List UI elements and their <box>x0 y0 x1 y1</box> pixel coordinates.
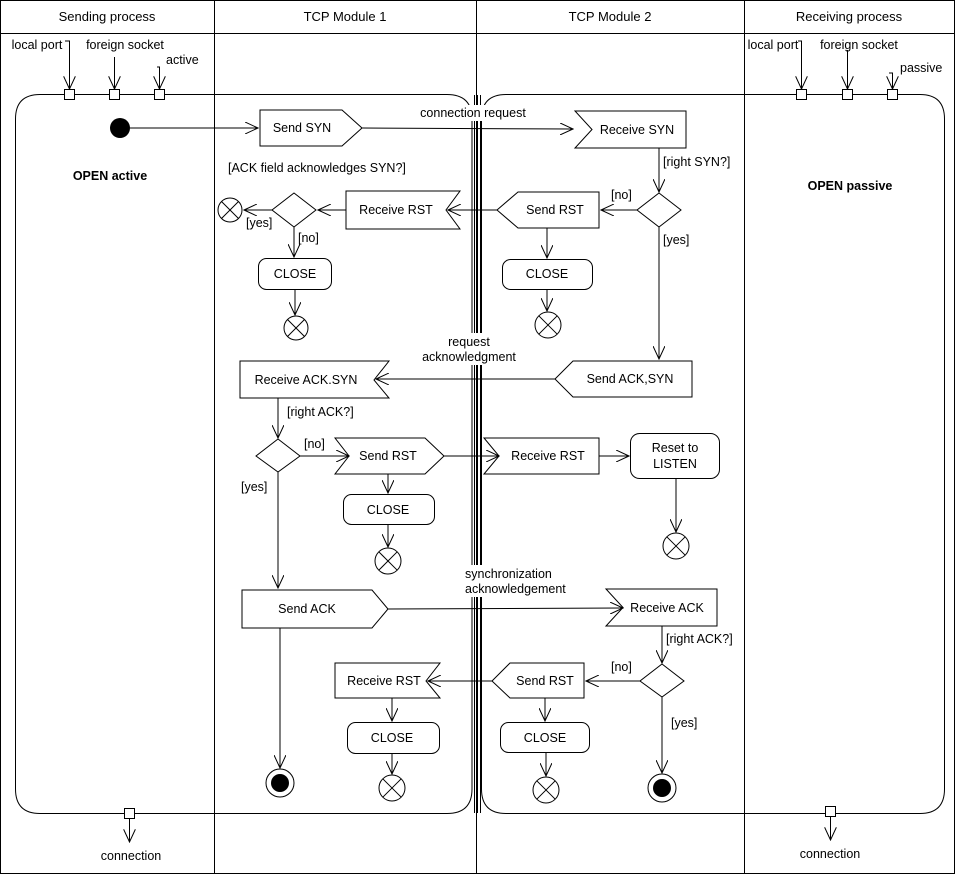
flow-final-node-6 <box>378 774 406 802</box>
action-receive-rst-3 <box>334 662 442 699</box>
action-receive-ack-syn <box>239 360 391 399</box>
action-send-rst-3 <box>491 662 585 699</box>
pin-local-port-right <box>796 89 807 100</box>
pin-label-passive: passive <box>900 61 942 75</box>
pin-label-foreign-socket-left: foreign socket <box>86 38 164 52</box>
guard-yes-1: [yes] <box>246 216 272 230</box>
pin-connection-right <box>825 806 836 817</box>
guard-right-syn: [right SYN?] <box>663 155 730 169</box>
lane-title-tcp-module-1: TCP Module 1 <box>304 9 387 24</box>
control-flow-edges <box>130 128 676 776</box>
pin-foreign-socket-left <box>109 89 120 100</box>
action-label-send-rst-1: Send RST <box>526 203 584 217</box>
lane-title-tcp-module-2: TCP Module 2 <box>569 9 652 24</box>
action-label-close-2: CLOSE <box>526 267 568 281</box>
decision-right-ack-2 <box>639 663 685 698</box>
pin-label-active: active <box>166 53 199 67</box>
activity-final-node-1 <box>265 768 295 798</box>
flow-final-node-3 <box>534 311 562 339</box>
pin-label-local-port-right: local port <box>748 38 799 52</box>
flow-label-acknowledgment: acknowledgment <box>422 350 516 364</box>
decision-right-ack-1 <box>255 438 301 473</box>
flow-label-acknowledgement: acknowledgement <box>465 582 566 596</box>
channel-lines <box>474 95 481 813</box>
action-close-5 <box>500 722 590 753</box>
guard-yes-4: [yes] <box>671 716 697 730</box>
activity-final-node-2 <box>647 773 677 803</box>
action-close-2 <box>502 259 593 290</box>
pin-label-connection-left: connection <box>101 849 162 863</box>
pin-foreign-socket-right <box>842 89 853 100</box>
action-label-close-3: CLOSE <box>367 503 409 517</box>
guard-yes-2: [yes] <box>663 233 689 247</box>
action-reset-to-listen <box>630 433 720 479</box>
action-send-rst-1 <box>496 191 600 229</box>
action-label-close-1: CLOSE <box>274 267 316 281</box>
flow-final-node-4 <box>374 547 402 575</box>
flow-label-synchronization: synchronization <box>465 567 552 581</box>
pin-label-connection-right: connection <box>800 847 861 861</box>
guard-no-1: [no] <box>298 231 319 245</box>
action-label-send-ack-syn: Send ACK,SYN <box>587 372 674 386</box>
pin-passive <box>887 89 898 100</box>
action-label-receive-rst-2: Receive RST <box>511 449 585 463</box>
flow-final-node-7 <box>532 776 560 804</box>
action-label-close-4: CLOSE <box>371 731 413 745</box>
flow-final-node-1 <box>217 197 243 223</box>
guard-no-2: [no] <box>611 188 632 202</box>
guard-no-4: [no] <box>611 660 632 674</box>
action-label-send-ack: Send ACK <box>278 602 336 616</box>
flow-label-request: request <box>448 335 490 349</box>
action-receive-rst-1 <box>345 190 461 230</box>
flow-final-node-5 <box>662 532 690 560</box>
guard-right-ack-1: [right ACK?] <box>287 405 354 419</box>
action-label-receive-rst-3: Receive RST <box>347 674 421 688</box>
pin-label-local-port-left: local port <box>12 38 63 52</box>
action-label-receive-rst-1: Receive RST <box>359 203 433 217</box>
pin-arrows <box>65 40 893 842</box>
action-label-listen: LISTEN <box>653 457 697 471</box>
action-label-send-syn: Send SYN <box>273 121 331 135</box>
guard-yes-3: [yes] <box>241 480 267 494</box>
action-send-ack-syn <box>554 360 693 398</box>
action-close-1 <box>258 258 332 290</box>
decision-right-syn <box>636 192 682 228</box>
action-receive-syn <box>573 110 687 149</box>
action-send-syn <box>259 109 363 147</box>
flow-final-node-2 <box>283 315 309 341</box>
action-label-receive-ack-syn: Receive ACK.SYN <box>255 373 358 387</box>
guard-ack-acknowledges-syn: [ACK field acknowledges SYN?] <box>228 161 406 175</box>
channel-labels: connection request request acknowledgmen… <box>414 105 578 597</box>
decision-ack-acknowledges-syn <box>271 192 317 228</box>
action-close-4 <box>347 722 440 754</box>
action-label-receive-syn: Receive SYN <box>600 123 674 137</box>
pin-local-port-left <box>64 89 75 100</box>
lane-title-sending-process: Sending process <box>59 9 156 24</box>
action-label-receive-ack: Receive ACK <box>630 601 704 615</box>
guard-right-ack-2: [right ACK?] <box>666 632 733 646</box>
initial-node <box>110 118 130 138</box>
action-label-close-5: CLOSE <box>524 731 566 745</box>
action-send-ack <box>241 589 389 629</box>
lane-title-receiving-process: Receiving process <box>796 9 903 24</box>
pin-connection-left <box>124 808 135 819</box>
action-close-3 <box>343 494 435 525</box>
guard-no-3: [no] <box>304 437 325 451</box>
activity-name-open-passive: OPEN passive <box>808 179 893 193</box>
action-label-send-rst-3: Send RST <box>516 674 574 688</box>
flow-label-connection-request: connection request <box>420 106 526 120</box>
action-label-reset-to: Reset to <box>652 441 699 455</box>
pin-active <box>154 89 165 100</box>
pin-label-foreign-socket-right: foreign socket <box>820 38 898 52</box>
activity-name-open-active: OPEN active <box>73 169 147 183</box>
action-label-send-rst-2: Send RST <box>359 449 417 463</box>
